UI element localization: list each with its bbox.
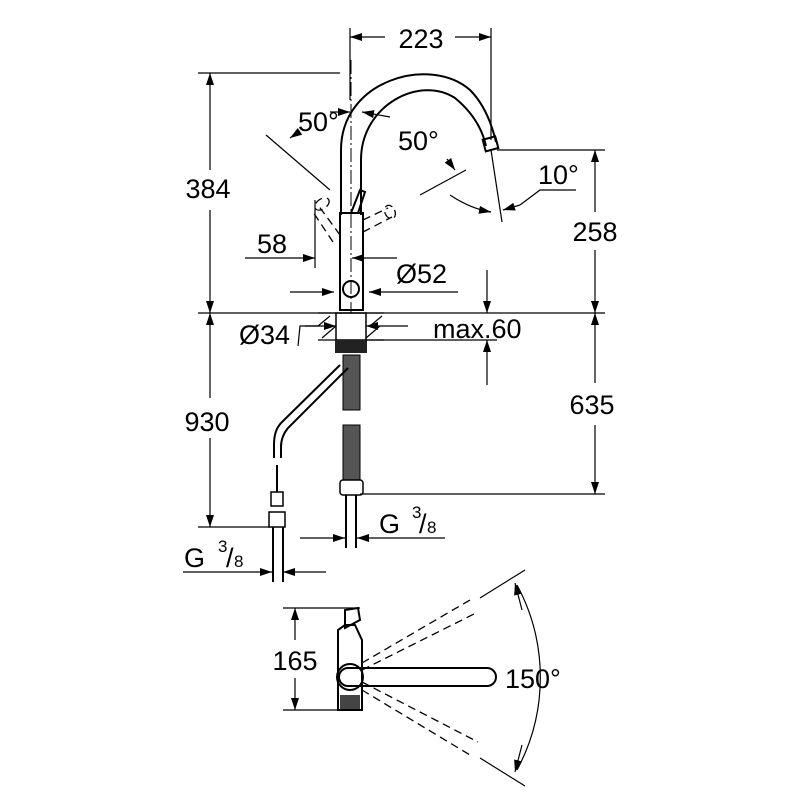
dim-diameter-52: Ø52 <box>396 259 447 289</box>
dimension-lines <box>183 28 605 576</box>
dim-258: 258 <box>572 217 617 247</box>
dim-max-60: max.60 <box>433 314 522 344</box>
thread-right-num: 3 <box>412 503 421 522</box>
thread-left-num: 3 <box>218 537 227 556</box>
dim-635: 635 <box>569 390 614 420</box>
thread-right-sep: / <box>419 509 427 539</box>
thread-left-main: G <box>184 543 205 573</box>
hot-hose <box>339 354 364 548</box>
angle-spout: 10° <box>538 160 579 190</box>
cold-pipe <box>268 364 349 582</box>
thread-label-right: G 3 / 8 <box>379 503 436 539</box>
dim-223: 223 <box>398 24 443 54</box>
dim-58: 58 <box>257 229 287 259</box>
thread-left-sep: / <box>226 543 234 573</box>
thread-left-den: 8 <box>234 552 243 571</box>
swivel-arc <box>516 584 541 771</box>
dim-165: 165 <box>272 646 317 676</box>
thread-label-left: G 3 / 8 <box>184 537 243 573</box>
thread-right-den: 8 <box>427 518 436 537</box>
mount-nut <box>335 340 367 353</box>
spout-aerator <box>481 135 500 153</box>
top-lever-pivot <box>336 663 364 691</box>
lever-swing-upper <box>361 599 479 671</box>
angle-lever-right: 50° <box>398 126 439 156</box>
spout-inner <box>360 89 487 215</box>
lever <box>350 188 367 214</box>
angle-lever-left: 50° <box>298 107 339 137</box>
dimension-labels: 223 384 258 50° 50° 10° 58 Ø52 Ø34 max.6… <box>184 24 618 694</box>
side-view <box>268 60 500 582</box>
top-lever <box>338 667 497 687</box>
dim-diameter-34: Ø34 <box>239 320 290 350</box>
spout-outer <box>340 73 497 215</box>
top-lever-head <box>344 606 362 630</box>
lever-right-position <box>362 207 393 233</box>
dim-384: 384 <box>185 174 230 204</box>
dim-930: 930 <box>184 407 229 437</box>
thread-right-main: G <box>379 509 400 539</box>
lever-swing-lower <box>361 681 479 756</box>
angle-swivel-150: 150° <box>505 664 561 694</box>
mount-shank <box>335 312 367 341</box>
body-button <box>342 280 360 298</box>
top-view <box>283 569 541 787</box>
top-body-base <box>340 695 360 709</box>
